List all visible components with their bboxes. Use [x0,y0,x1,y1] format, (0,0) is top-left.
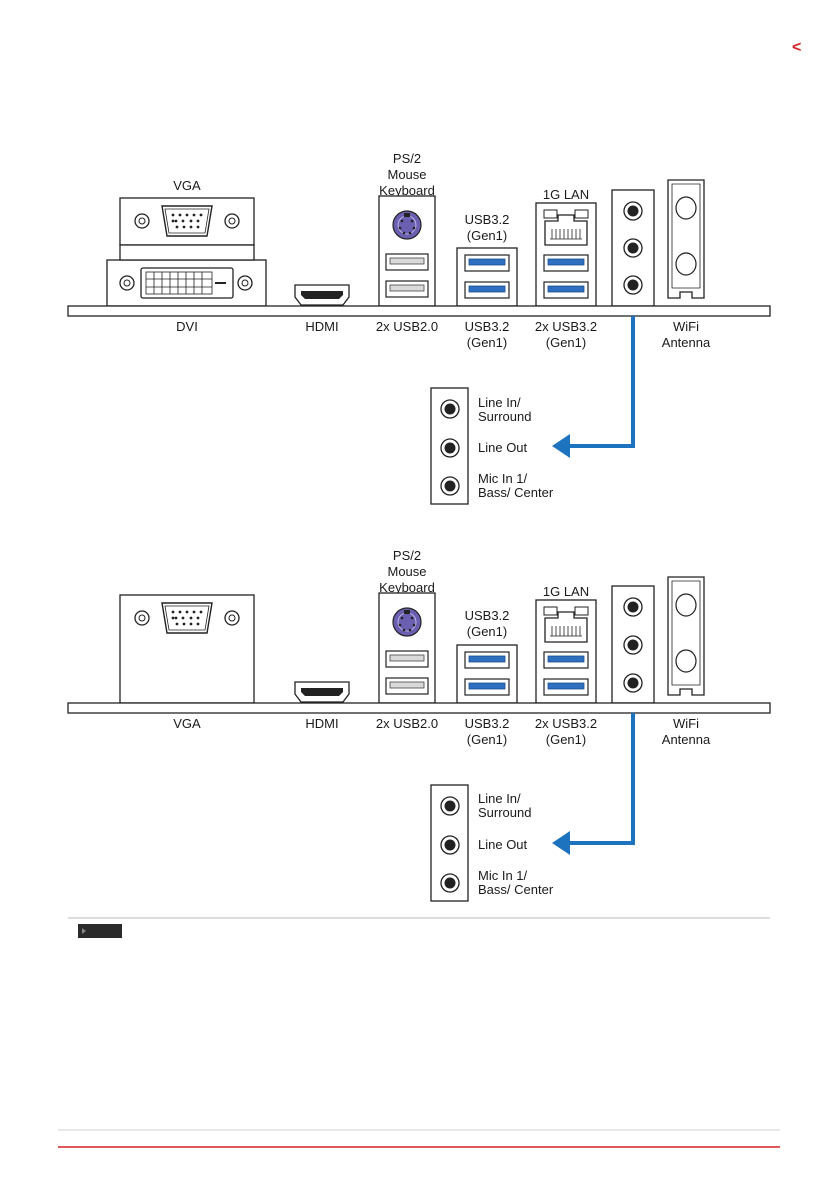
label-usb20: 2x USB2.0 [376,716,438,731]
usb2-port-icon [385,650,429,668]
label-mic-in-2: Bass/ Center [478,485,554,500]
usb3-port-icon [543,281,589,299]
label-line-in-1: Line In/ [478,395,521,410]
label-mic-in-1: Mic In 1/ [478,868,528,883]
io-diagram-2: PS/2 Mouse Keyboard USB3.2 (Gen1) 1G LAN [67,548,771,902]
audio-jack-icon [623,673,643,693]
ps2-port-icon [392,210,422,240]
usb3-port-icon [464,281,510,299]
audio-jack-icon [623,635,643,655]
label-dvi: DVI [176,319,198,334]
label-vga-top: VGA [173,178,201,193]
label-usb32-line2: (Gen1) [467,732,507,747]
page-chevron-icon: < [792,39,801,56]
label-usb32-line1: USB3.2 [465,716,510,731]
label-usb32-top-line1: USB3.2 [465,608,510,623]
usb3-port-icon [543,678,589,696]
wifi-antenna-bracket-icon [667,179,705,299]
audio-callout-arrow [552,713,635,855]
usb3-port-icon [464,651,510,669]
label-usb32x2-line1: 2x USB3.2 [535,716,597,731]
label-wifi-line1: WiFi [673,716,699,731]
usb3-port-icon [464,678,510,696]
mic-in-jack-icon [440,873,460,893]
usb3-port-icon [464,254,510,272]
label-mic-in-2: Bass/ Center [478,882,554,897]
label-usb32-line2: (Gen1) [467,335,507,350]
line-in-jack-icon [440,399,460,419]
note-tag-icon [78,924,122,938]
audio-jack-icon [623,201,643,221]
label-ps2-line1: PS/2 [393,151,421,166]
label-usb32x2-line2: (Gen1) [546,335,586,350]
label-usb20: 2x USB2.0 [376,319,438,334]
line-out-jack-icon [440,438,460,458]
usb2-port-icon [385,280,429,298]
audio-jack-icon [623,597,643,617]
label-ps2-line1: PS/2 [393,548,421,563]
ps2-port-icon [392,607,422,637]
label-hdmi: HDMI [305,716,338,731]
label-usb32x2-line1: 2x USB3.2 [535,319,597,334]
label-line-in-1: Line In/ [478,791,521,806]
line-out-jack-icon [440,835,460,855]
label-ps2-line2: Mouse [387,167,426,182]
label-line-out: Line Out [478,440,528,455]
label-lan: 1G LAN [543,584,589,599]
label-hdmi: HDMI [305,319,338,334]
io-panel-bar [67,702,771,714]
lan-port-icon [543,606,589,643]
io-panel-bar [67,305,771,317]
label-mic-in-1: Mic In 1/ [478,471,528,486]
label-ps2-line2: Mouse [387,564,426,579]
label-usb32x2-line2: (Gen1) [546,732,586,747]
label-usb32-line1: USB3.2 [465,319,510,334]
label-line-out: Line Out [478,837,528,852]
mic-in-jack-icon [440,476,460,496]
label-lan: 1G LAN [543,187,589,202]
usb3-port-icon [543,254,589,272]
wifi-antenna-bracket-icon [667,576,705,696]
line-in-jack-icon [440,796,460,816]
io-diagram-1: VGA PS/2 Mouse Keyboard USB3.2 (Gen1) 1G… [67,151,771,505]
audio-jack-icon [623,238,643,258]
vga-dvi-spacer [119,244,255,261]
label-line-in-2: Surround [478,805,531,820]
label-ps2-line3: Keyboard [379,183,435,198]
label-ps2-line3: Keyboard [379,580,435,595]
dvi-connector-icon [119,267,253,299]
label-wifi-line2: Antenna [662,732,711,747]
hdmi-port-icon [294,681,350,703]
label-usb32-top-line2: (Gen1) [467,624,507,639]
label-usb32-top-line2: (Gen1) [467,228,507,243]
label-line-in-2: Surround [478,409,531,424]
usb3-port-icon [543,651,589,669]
audio-jack-icon [623,275,643,295]
label-wifi-line2: Antenna [662,335,711,350]
audio-callout-arrow [552,316,635,458]
label-vga-bottom: VGA [173,716,201,731]
label-usb32-top-line1: USB3.2 [465,212,510,227]
label-wifi-line1: WiFi [673,319,699,334]
usb2-port-icon [385,253,429,271]
hdmi-port-icon [294,284,350,306]
usb2-port-icon [385,677,429,695]
lan-port-icon [543,209,589,246]
